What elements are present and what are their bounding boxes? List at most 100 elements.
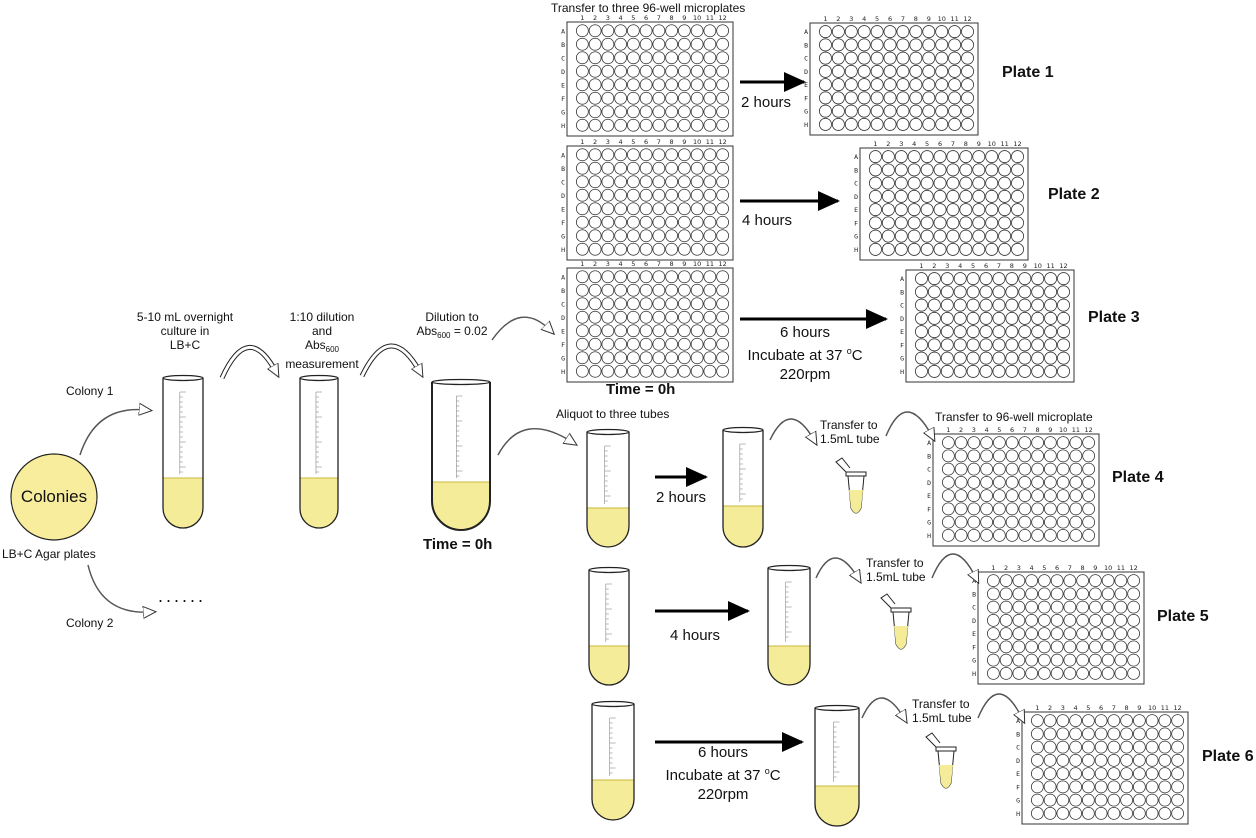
- well: [690, 161, 704, 175]
- well: [601, 118, 615, 132]
- well: [857, 91, 871, 105]
- well: [935, 51, 949, 65]
- well: [959, 176, 973, 190]
- well: [652, 242, 666, 256]
- well: [639, 270, 653, 284]
- column-label: 3: [945, 262, 949, 270]
- well: [639, 37, 653, 51]
- well: [1038, 587, 1051, 601]
- well: [614, 64, 628, 78]
- well: [1101, 667, 1115, 680]
- well: [998, 203, 1012, 217]
- well: [1005, 489, 1019, 502]
- well: [1043, 807, 1057, 820]
- well: [716, 37, 730, 51]
- column-label: 12: [718, 14, 726, 22]
- well: [881, 203, 895, 217]
- well: [703, 105, 717, 119]
- well: [690, 215, 704, 229]
- well: [907, 242, 921, 256]
- well: [665, 91, 679, 105]
- well: [690, 242, 704, 256]
- test-tube-aliquot-3: [591, 700, 635, 821]
- well: [896, 51, 910, 65]
- well: [601, 78, 615, 92]
- column-label: 7: [997, 262, 1001, 270]
- well: [1050, 600, 1064, 614]
- well: [614, 175, 628, 189]
- culture-liquid: [589, 646, 629, 685]
- well: [1069, 807, 1083, 820]
- well: [690, 202, 704, 216]
- column-label: 10: [1034, 262, 1042, 270]
- well: [639, 118, 653, 132]
- column-label: 3: [606, 14, 610, 22]
- well: [868, 216, 882, 230]
- well: [1031, 529, 1045, 542]
- row-label: H: [561, 368, 565, 376]
- well: [601, 364, 615, 378]
- well: [652, 364, 666, 378]
- well: [601, 337, 615, 351]
- well: [914, 285, 928, 299]
- well: [980, 475, 994, 489]
- well: [665, 188, 679, 202]
- plate-5-label: Plate 5: [1157, 608, 1209, 625]
- well: [652, 78, 666, 92]
- well: [614, 351, 628, 365]
- well: [909, 25, 923, 39]
- well: [627, 37, 640, 51]
- well: [690, 364, 704, 378]
- well: [716, 161, 730, 175]
- well: [665, 105, 679, 119]
- column-label: 4: [985, 426, 989, 434]
- well: [639, 215, 653, 229]
- well: [992, 364, 1006, 378]
- well: [948, 91, 962, 105]
- column-label: 5: [631, 138, 635, 146]
- well: [999, 667, 1013, 680]
- well: [1025, 587, 1039, 601]
- row-label: E: [561, 327, 565, 335]
- well: [933, 216, 947, 230]
- row-label: F: [561, 219, 565, 227]
- well: [703, 118, 717, 132]
- column-label: 6: [644, 14, 648, 22]
- well: [588, 283, 602, 297]
- culture-liquid: [587, 508, 629, 547]
- well: [1127, 587, 1141, 601]
- column-label: 2: [959, 426, 963, 434]
- column-label: 7: [1023, 426, 1027, 434]
- column-label: 6: [938, 140, 942, 148]
- well: [967, 489, 981, 502]
- well: [627, 215, 640, 229]
- well: [999, 614, 1013, 627]
- column-label: 1: [580, 138, 584, 146]
- row-label: B: [972, 590, 976, 598]
- well: [1082, 529, 1096, 542]
- well: [576, 229, 589, 243]
- well: [1018, 529, 1032, 542]
- well: [627, 270, 640, 284]
- row-label: F: [804, 94, 808, 102]
- well: [1158, 807, 1172, 820]
- well: [614, 337, 628, 351]
- well: [1018, 351, 1032, 365]
- well: [1133, 793, 1146, 807]
- well: [652, 175, 666, 189]
- well: [1018, 298, 1032, 312]
- row-label: C: [561, 54, 565, 62]
- well: [576, 105, 589, 119]
- well: [1082, 767, 1095, 781]
- well: [1012, 667, 1026, 680]
- well: [678, 310, 691, 324]
- well: [678, 105, 691, 119]
- well: [1031, 475, 1045, 489]
- well: [588, 310, 602, 324]
- well: [1069, 714, 1083, 728]
- well: [1094, 767, 1108, 781]
- well: [1005, 285, 1019, 299]
- well: [627, 91, 640, 105]
